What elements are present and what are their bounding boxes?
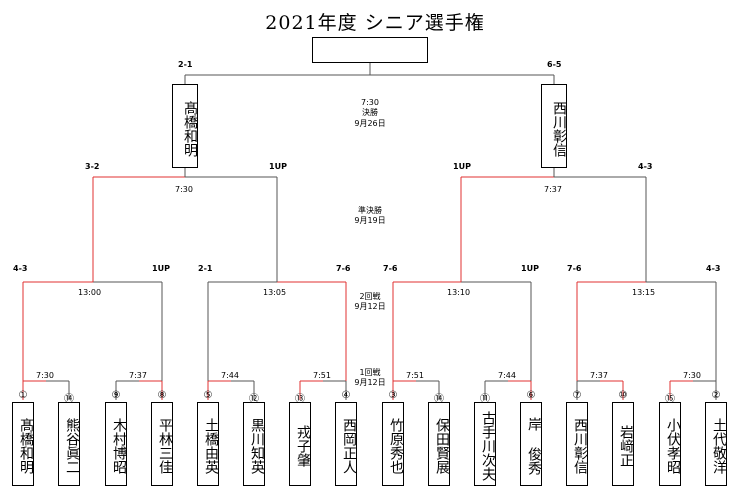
player-name-box: 髙橋和明: [12, 402, 34, 486]
player-seed: ⑤: [203, 390, 213, 401]
r2-score: 4-3: [706, 264, 721, 273]
final-round-name: 決勝: [362, 108, 378, 118]
player-name: 戎子肇: [295, 424, 311, 467]
round1-round-date: 9月12日: [354, 378, 386, 388]
player-name: 土代敬洋: [711, 417, 727, 474]
player-seed: ⑥: [526, 390, 536, 401]
player-name-box: 小伏孝昭: [659, 402, 681, 486]
player-name-box: 木村博昭: [105, 402, 127, 486]
round2-round-name: 2回戦: [359, 292, 381, 301]
player-name-box: 竹原秀也: [382, 402, 404, 486]
r1-time: 7:37: [590, 371, 608, 380]
semi-round-name: 準決勝: [358, 206, 382, 215]
finalist-left-name: 髙橋和明: [182, 100, 198, 157]
round1-note: 1回戦 9月12日: [340, 368, 400, 389]
player-seed: ⑭: [64, 394, 74, 405]
player-name: 古手川次夫: [480, 410, 496, 481]
player-name-box: 戎子肇: [289, 402, 311, 486]
player-seed: ⑧: [157, 390, 167, 401]
sf-time: 7:37: [544, 185, 562, 194]
r1-time: 7:37: [129, 371, 147, 380]
player-seed: ⑮: [665, 394, 675, 405]
sf-score: 1UP: [453, 162, 471, 171]
final-score: 6-5: [547, 60, 562, 69]
player-name: 保田賢展: [434, 417, 450, 474]
player-name: 岸 俊秀: [526, 416, 542, 475]
final-round-date: 9月26日: [354, 118, 386, 128]
player-name-box: 岩﨑正: [612, 402, 634, 486]
player-name: 木村博昭: [111, 417, 127, 474]
player-name: 黒川知英: [249, 417, 265, 474]
player-name-box: 熊谷眞二: [58, 402, 80, 486]
r2-score: 7-6: [383, 264, 398, 273]
semi-round-date: 9月19日: [354, 216, 386, 226]
r1-time: 7:30: [36, 371, 54, 380]
player-seed: ③: [388, 390, 398, 401]
final-note: 7:30 決勝 9月26日: [340, 98, 400, 129]
r2-score: 1UP: [152, 264, 170, 273]
player-name-box: 岸 俊秀: [520, 402, 542, 486]
round1-round-name: 1回戦: [359, 368, 381, 377]
player-name: 小伏孝昭: [665, 417, 681, 474]
player-name: 平林三佳: [157, 417, 173, 474]
sf-score: 4-3: [638, 162, 653, 171]
finalist-right-name: 西川彰信: [551, 100, 567, 157]
player-seed: ⑩: [618, 390, 628, 401]
player-name: 髙橋和明: [18, 417, 34, 474]
page-title: 2021年度 シニア選手権: [265, 12, 485, 34]
player-name-box: 黒川知英: [243, 402, 265, 486]
round2-note: 2回戦 9月12日: [340, 292, 400, 313]
player-seed: ⑫: [249, 394, 259, 405]
r1-time: 7:30: [683, 371, 701, 380]
player-seed: ④: [341, 390, 351, 401]
r1-time: 7:44: [498, 371, 516, 380]
final-time: 7:30: [361, 98, 379, 107]
player-seed: ②: [711, 390, 721, 401]
r2-score: 1UP: [521, 264, 539, 273]
player-name: 土橋由英: [203, 417, 219, 474]
sf-score: 1UP: [269, 162, 287, 171]
r1-time: 7:51: [313, 371, 331, 380]
player-name-box: 平林三佳: [151, 402, 173, 486]
player-name-box: 土代敬洋: [705, 402, 727, 486]
r2-time: 13:05: [263, 288, 287, 297]
finalist-right: 西川彰信: [541, 84, 567, 168]
player-seed: ⑭: [434, 394, 444, 405]
r2-score: 2-1: [198, 264, 213, 273]
round2-round-date: 9月12日: [354, 302, 386, 312]
r2-time: 13:15: [632, 288, 656, 297]
player-seed: ①: [18, 390, 28, 401]
player-name: 熊谷眞二: [64, 417, 80, 474]
player-name-box: 西川彰信: [566, 402, 588, 486]
semi-note: 準決勝 9月19日: [340, 206, 400, 227]
r1-time: 7:44: [221, 371, 239, 380]
player-seed: ⑪: [480, 394, 490, 405]
sf-score: 3-2: [85, 162, 100, 171]
player-name: 西川彰信: [572, 417, 588, 474]
r2-score: 4-3: [13, 264, 28, 273]
champion-box: [312, 37, 428, 63]
player-name-box: 古手川次夫: [474, 402, 496, 486]
player-name-box: 西岡正人: [335, 402, 357, 486]
player-name: 西岡正人: [341, 417, 357, 474]
player-name: 竹原秀也: [388, 417, 404, 474]
player-name-box: 保田賢展: [428, 402, 450, 486]
player-seed: ⑦: [572, 390, 582, 401]
finalist-left: 髙橋和明: [172, 84, 198, 168]
player-name-box: 土橋由英: [197, 402, 219, 486]
r2-time: 13:10: [447, 288, 471, 297]
final-score: 2-1: [178, 60, 193, 69]
r2-time: 13:00: [78, 288, 102, 297]
sf-time: 7:30: [175, 185, 193, 194]
player-seed: ⑬: [295, 394, 305, 405]
r2-score: 7-6: [567, 264, 582, 273]
player-name: 岩﨑正: [618, 424, 634, 467]
r2-score: 7-6: [336, 264, 351, 273]
player-seed: ⑨: [111, 390, 121, 401]
r1-time: 7:51: [406, 371, 424, 380]
